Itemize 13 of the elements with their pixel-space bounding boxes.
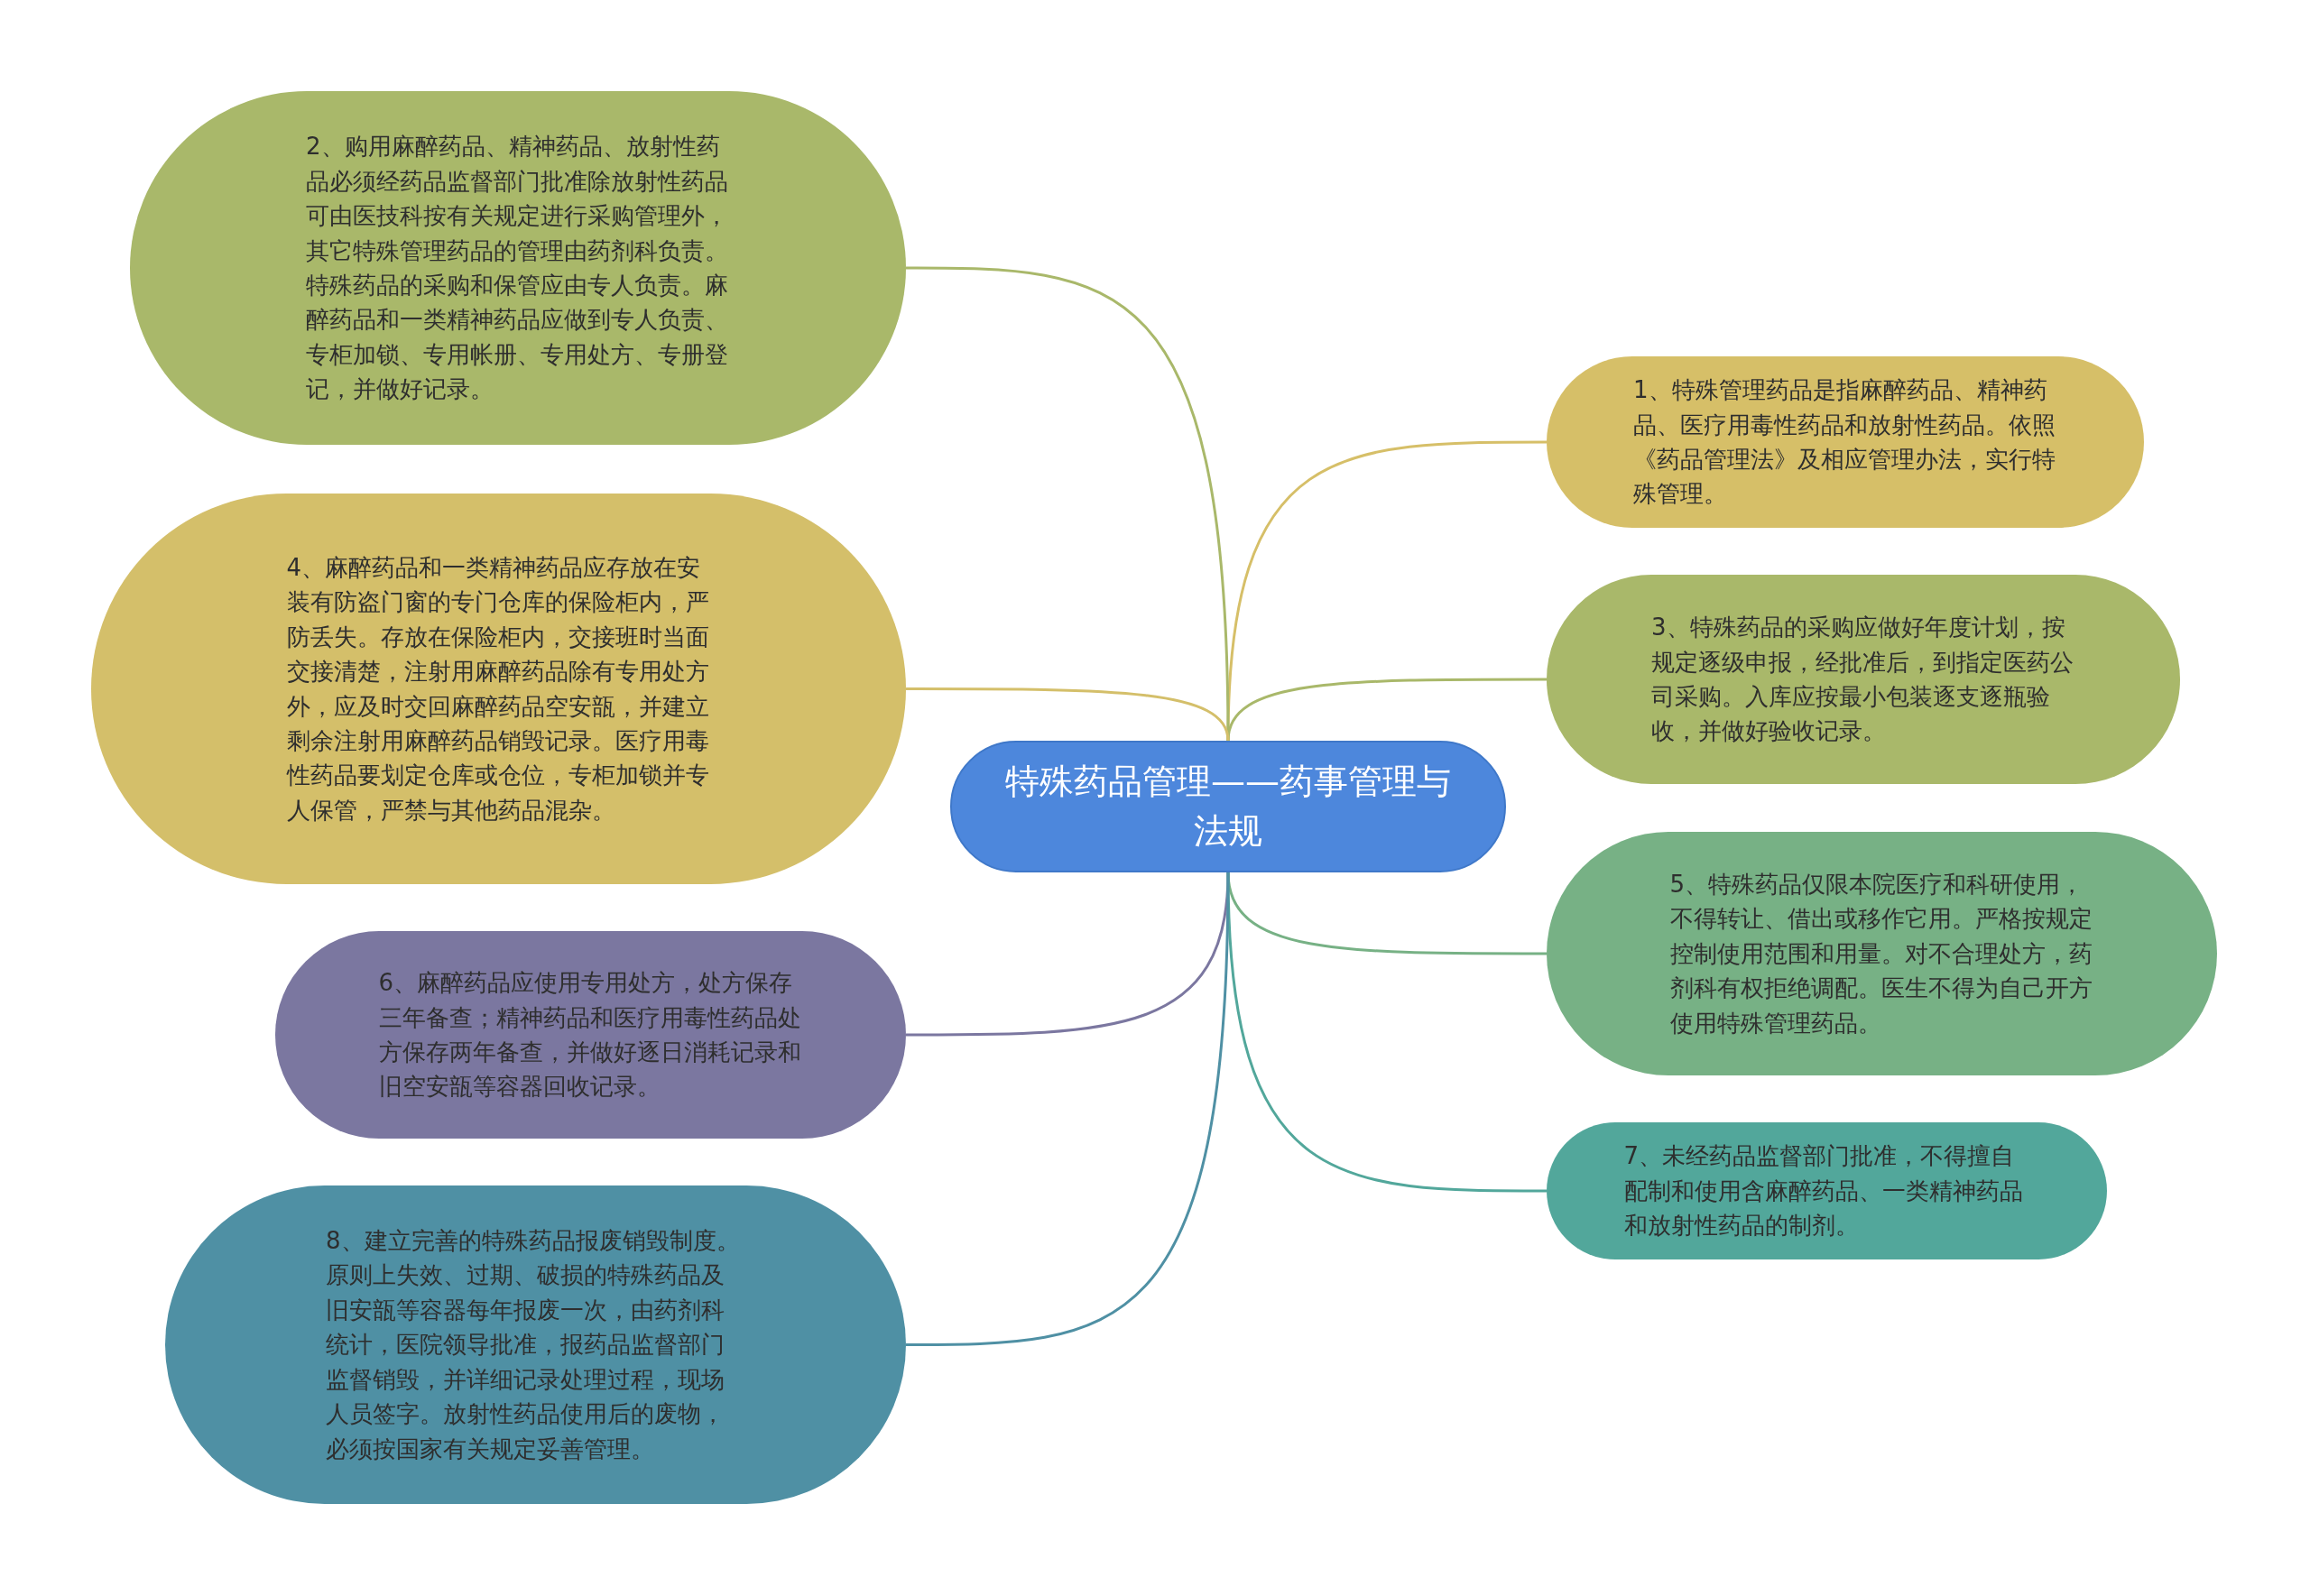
connector-line bbox=[1226, 872, 1547, 1193]
bubble-text: 3、特殊药品的采购应做好年度计划，按规定逐级申报，经批准后，到指定医药公司采购。入库应按最小包装逐支逐瓶验收，并做好验收记录。 bbox=[1651, 613, 2074, 747]
bubble-text: 7、未经药品监督部门批准，不得擅自配制和使用含麻醉药品、一类精神药品和放射性药品的制剂。 bbox=[1623, 1141, 2024, 1241]
bubble-text: 2、购用麻醉药品、精神药品、放射性药品必须经药品监督部门批准除放射性药品可由医技科按有关规定进行采购管理外，其它特殊管理药品的管理由药剂科负责。特殊药品的采购和保管应由专人负责。麻醉药品和一类精神药品应做到专人负责、专柜加锁、专用帐册、专用处方、专册登记，并做好记录。 bbox=[306, 132, 729, 405]
bubble-text: 6、麻醉药品应使用专用处方，处方保存三年备查；精神药品和医疗用毒性药品处方保存两年备查，并做好逐日消耗记录和旧空安瓿等容器回收记录。 bbox=[378, 968, 802, 1102]
bubble-text: 1、特殊管理药品是指麻醉药品、精神药品、医疗用毒性药品和放射性药品。依照《药品管理法》及相应管理办法，实行特殊管理。 bbox=[1633, 375, 2056, 510]
connector-line bbox=[1226, 678, 1547, 742]
bubble-text: 8、建立完善的特殊药品报废销毁制度。原则上失效、过期、破损的特殊药品及旧安瓿等容器每年报废一次，由药剂科统计，医院领导批准，报药品监督部门监督销毁，并详细记录处理过程，现场人员签字。放射性药品使用后的废物，必须按国家有关规定妥善管理。 bbox=[326, 1225, 741, 1464]
topic-bubble: 特殊药品管理——药事管理与法规 bbox=[950, 741, 1506, 872]
bubble-text: 5、特殊药品仅限本院医疗和科研使用，不得转让、借出或移作它用。严格按规定控制使用范围和用量。对不合理处方，药剂科有权拒绝调配。医生不得为自己开方使用特殊管理药品。 bbox=[1669, 869, 2093, 1038]
connector-line bbox=[906, 687, 1230, 742]
connector-line bbox=[906, 872, 1230, 1346]
bubble-text: 4、麻醉药品和一类精神药品应存放在安装有防盗门窗的专门仓库的保险柜内，严防丢失。存放在保险柜内，交接班时当面交接清楚，注射用麻醉药品除有专用处方外，应及时交回麻醉药品空安瓿，并建立剩余注射用麻醉药品销毁记录。医疗用毒性药品要划定仓库或仓位，专柜加锁并专人保管，严禁与其他药品混杂。 bbox=[286, 552, 710, 826]
